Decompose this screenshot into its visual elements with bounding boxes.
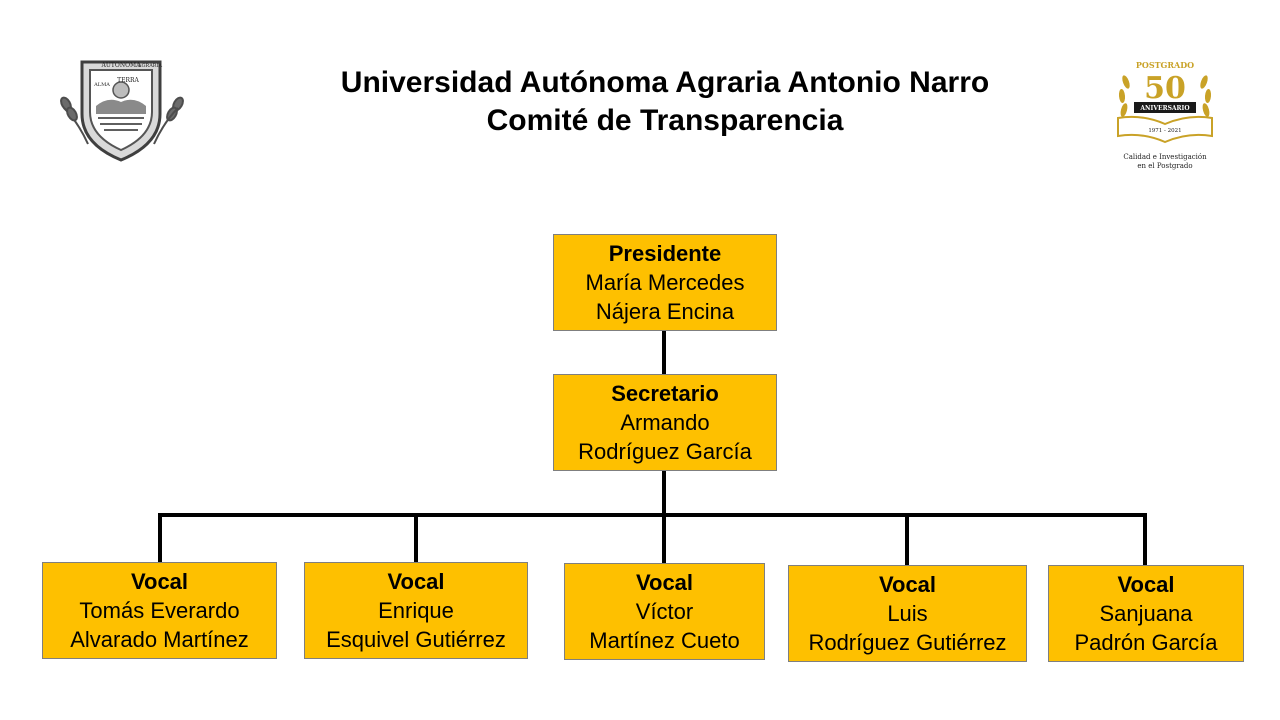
secretary-box: Secretario Armando Rodríguez García [553, 374, 777, 471]
logo-left-text-autonoma: AUTONOMA [101, 62, 142, 69]
logo-right-text-calidad: Calidad e Investigación [1123, 153, 1207, 161]
logo-right-text-years: 1971 - 2021 [1148, 128, 1181, 134]
vocal-box-5: Vocal Sanjuana Padrón García [1048, 565, 1244, 662]
logo-right-text-postgrado-line: en el Postgrado [1137, 162, 1192, 170]
vocal-box-1: Vocal Tomás Everardo Alvarado Martínez [42, 562, 277, 659]
title-line-committee: Comité de Transparencia [486, 104, 844, 137]
vocal-5-name-line2: Padrón García [1074, 630, 1218, 655]
title-line-university: Universidad Autónoma Agraria Antonio Nar… [340, 66, 990, 99]
vocal-5-name-line1: Sanjuana [1099, 601, 1193, 626]
vocal-3-name-line1: Víctor [635, 599, 694, 624]
vocal-box-4: Vocal Luis Rodríguez Gutiérrez [788, 565, 1027, 662]
logo-left-text-alma: ALMA [93, 82, 110, 88]
page-title: Universidad Autónoma Agraria Antonio Nar… [0, 64, 1280, 140]
vocal-5-role: Vocal [1117, 572, 1175, 597]
logo-right-text-postgrado: POSTGRADO [1136, 60, 1194, 70]
logo-right-text-aniversario: ANIVERSARIO [1139, 105, 1189, 112]
president-box: Presidente María Mercedes Nájera Encina [553, 234, 777, 331]
president-name-line1: María Mercedes [585, 270, 745, 295]
vocal-1-role: Vocal [130, 569, 189, 594]
president-name-line2: Nájera Encina [595, 299, 735, 324]
vocal-box-3: Vocal Víctor Martínez Cueto [564, 563, 765, 660]
vocal-2-role: Vocal [387, 569, 445, 594]
vocal-3-name-line2: Martínez Cueto [589, 628, 740, 653]
logo-left-text-agraria: AGRARIA [137, 63, 163, 69]
vocal-1-name-line2: Alvarado Martínez [70, 627, 249, 652]
university-shield-logo: AUTONOMA AGRARIA TERRA ALMA [58, 52, 184, 164]
vocal-box-2: Vocal Enrique Esquivel Gutiérrez [304, 562, 528, 659]
vocal-2-name-line1: Enrique [378, 598, 454, 623]
secretary-name-line2: Rodríguez García [578, 439, 752, 464]
secretary-name-line1: Armando [620, 410, 710, 435]
logo-right-text-50: 50 [1144, 71, 1186, 106]
secretary-role: Secretario [611, 381, 719, 406]
vocal-4-role: Vocal [878, 572, 937, 597]
president-role: Presidente [608, 241, 722, 266]
vocal-4-name-line1: Luis [887, 601, 928, 626]
vocal-4-name-line2: Rodríguez Gutiérrez [808, 630, 1007, 655]
logo-left-text-terra: TERRA [117, 77, 139, 84]
vocal-2-name-line2: Esquivel Gutiérrez [326, 627, 506, 652]
postgrado-50-aniversario-logo: POSTGRADO 50 ANIVERSARIO 1971 - 2021 Cal… [1112, 52, 1218, 172]
vocal-1-name-line1: Tomás Everardo [79, 598, 240, 623]
vocal-3-role: Vocal [635, 570, 694, 595]
